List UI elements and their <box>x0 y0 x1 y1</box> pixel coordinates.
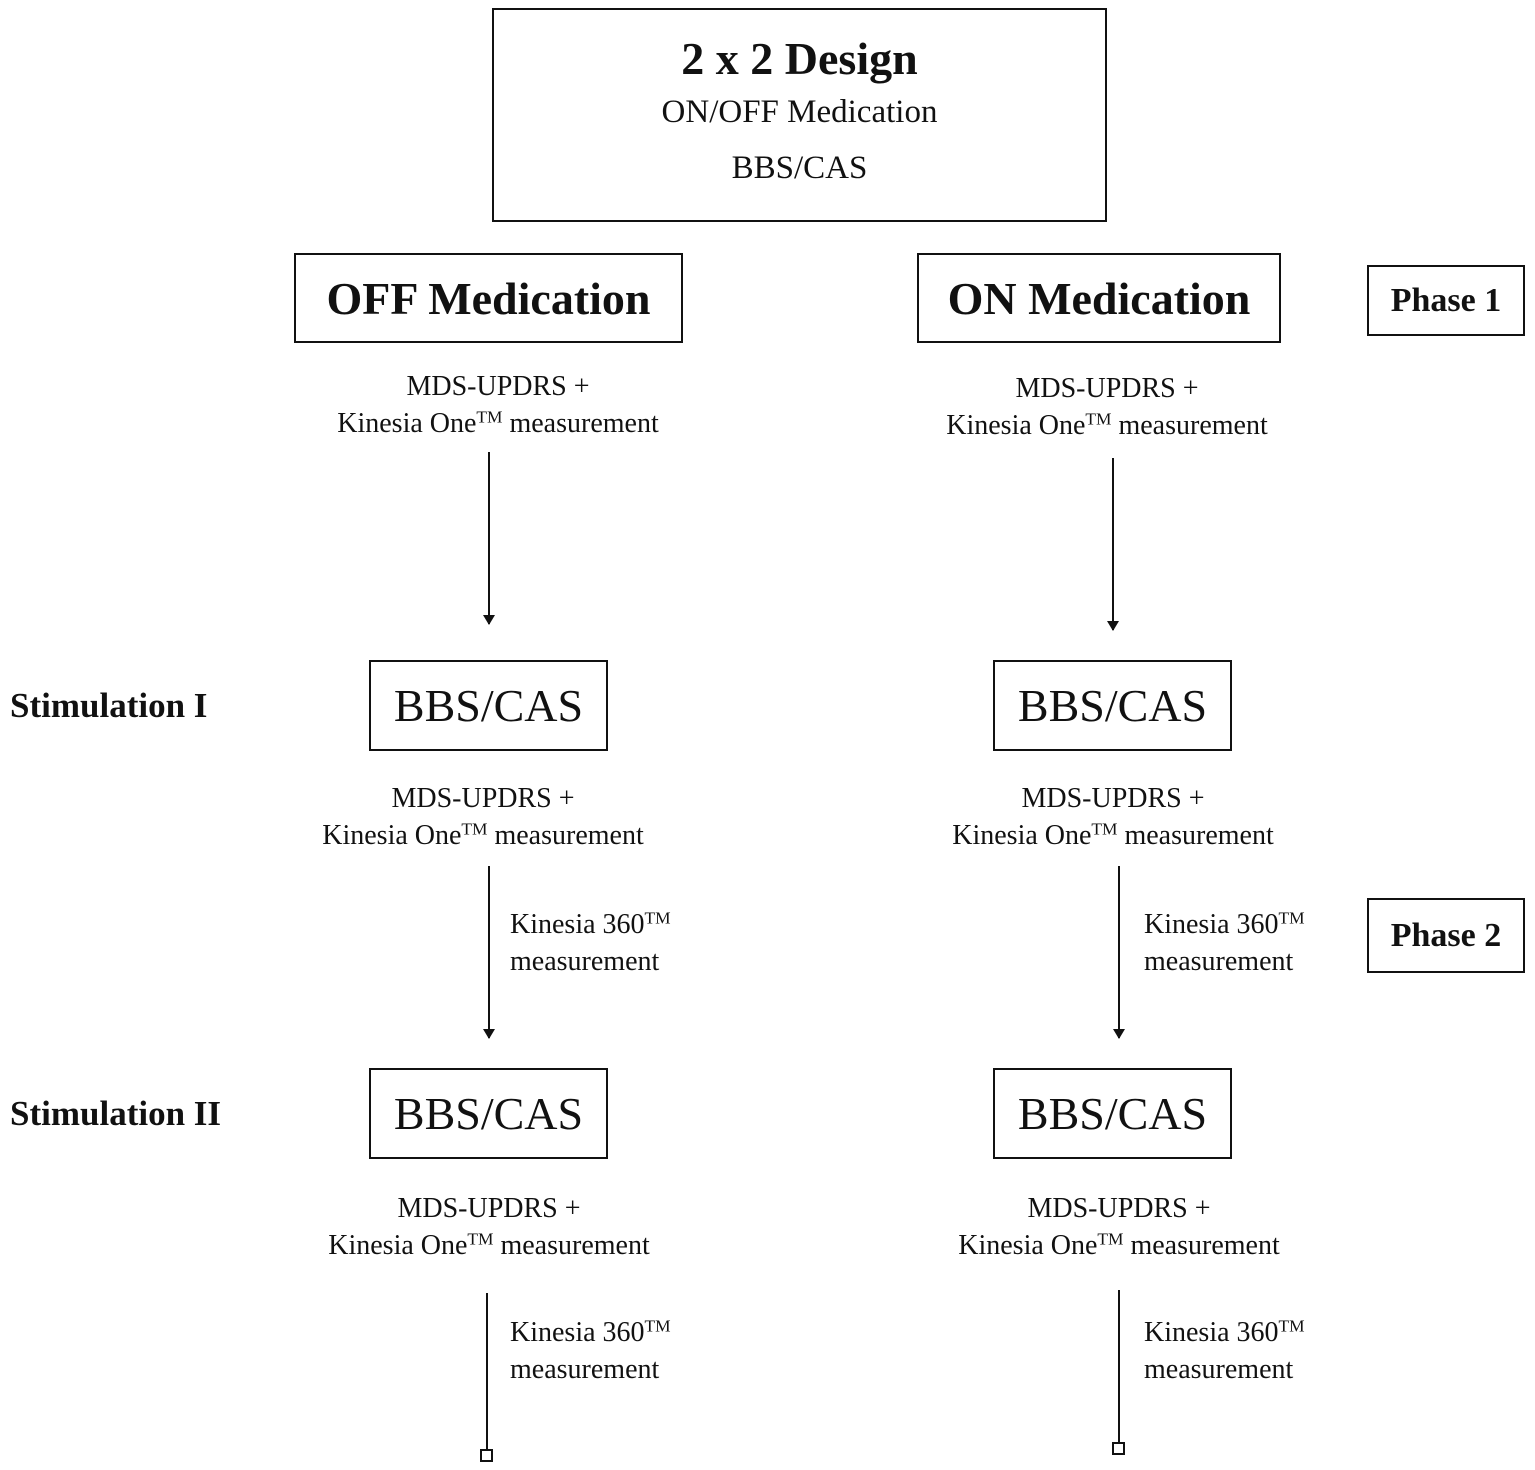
stim1-off-label: BBS/CAS <box>393 680 584 731</box>
off-medication-label: OFF Medication <box>326 272 651 324</box>
measurement-off-baseline: MDS-UPDRS + Kinesia OneTM measurement <box>337 368 659 442</box>
measurement-on-baseline: MDS-UPDRS + Kinesia OneTM measurement <box>946 370 1268 444</box>
measurement-line-1: MDS-UPDRS + <box>391 783 575 814</box>
measurement-line-1: MDS-UPDRS + <box>1015 373 1199 404</box>
stim2-off-box: BBS/CAS <box>369 1068 608 1159</box>
terminal-square-off <box>480 1449 493 1462</box>
stim2-on-label: BBS/CAS <box>1017 1088 1208 1139</box>
measurement-off-stim2: MDS-UPDRS + Kinesia OneTM measurement <box>328 1190 650 1264</box>
phase-2-label: Phase 2 <box>1390 916 1502 954</box>
on-medication-box: ON Medication <box>917 253 1281 343</box>
design-line-medication: ON/OFF Medication <box>661 94 938 131</box>
terminal-square-on <box>1112 1442 1125 1455</box>
measurement-line-2: Kinesia OneTM measurement <box>337 407 659 439</box>
measurement-on-stim1: MDS-UPDRS + Kinesia OneTM measurement <box>952 780 1274 854</box>
kinesia-360-line-2: measurement <box>510 1354 660 1385</box>
measurement-line-2: Kinesia OneTM measurement <box>958 1229 1280 1261</box>
measurement-line-1: MDS-UPDRS + <box>1021 783 1205 814</box>
measurement-line-2: Kinesia OneTM measurement <box>328 1229 650 1261</box>
kinesia-360-line-2: measurement <box>1144 1354 1294 1385</box>
measurement-on-stim2: MDS-UPDRS + Kinesia OneTM measurement <box>958 1190 1280 1264</box>
phase-1-box: Phase 1 <box>1367 265 1525 336</box>
kinesia-360-line-1: Kinesia 360TM <box>1144 908 1305 940</box>
measurement-line-1: MDS-UPDRS + <box>406 371 590 402</box>
on-medication-label: ON Medication <box>947 272 1251 324</box>
stim2-on-box: BBS/CAS <box>993 1068 1232 1159</box>
phase-1-label: Phase 1 <box>1390 281 1502 319</box>
measurement-line-1: MDS-UPDRS + <box>1027 1193 1211 1224</box>
row-label-stimulation-2: Stimulation II <box>10 1094 222 1133</box>
measurement-line-2: Kinesia OneTM measurement <box>946 409 1268 441</box>
kinesia-360-on-stim1: Kinesia 360TM measurement <box>1144 906 1305 980</box>
row-label-stimulation-1: Stimulation I <box>10 686 208 725</box>
kinesia-360-line-1: Kinesia 360TM <box>1144 1316 1305 1348</box>
kinesia-360-line-1: Kinesia 360TM <box>510 1316 671 1348</box>
measurement-line-2: Kinesia OneTM measurement <box>322 819 644 851</box>
design-box: 2 x 2 Design ON/OFF Medication BBS/CAS <box>492 8 1107 222</box>
kinesia-360-line-1: Kinesia 360TM <box>510 908 671 940</box>
stim1-on-label: BBS/CAS <box>1017 680 1208 731</box>
off-medication-box: OFF Medication <box>294 253 683 343</box>
measurement-line-2: Kinesia OneTM measurement <box>952 819 1274 851</box>
stim2-off-label: BBS/CAS <box>393 1088 584 1139</box>
kinesia-360-line-2: measurement <box>1144 946 1294 977</box>
design-line-stimulation: BBS/CAS <box>731 150 868 187</box>
kinesia-360-off-stim2: Kinesia 360TM measurement <box>510 1314 671 1388</box>
design-title: 2 x 2 Design <box>681 32 918 84</box>
kinesia-360-off-stim1: Kinesia 360TM measurement <box>510 906 671 980</box>
kinesia-360-on-stim2: Kinesia 360TM measurement <box>1144 1314 1305 1388</box>
phase-2-box: Phase 2 <box>1367 898 1525 973</box>
stim1-on-box: BBS/CAS <box>993 660 1232 751</box>
stim1-off-box: BBS/CAS <box>369 660 608 751</box>
measurement-line-1: MDS-UPDRS + <box>397 1193 581 1224</box>
measurement-off-stim1: MDS-UPDRS + Kinesia OneTM measurement <box>322 780 644 854</box>
kinesia-360-line-2: measurement <box>510 946 660 977</box>
